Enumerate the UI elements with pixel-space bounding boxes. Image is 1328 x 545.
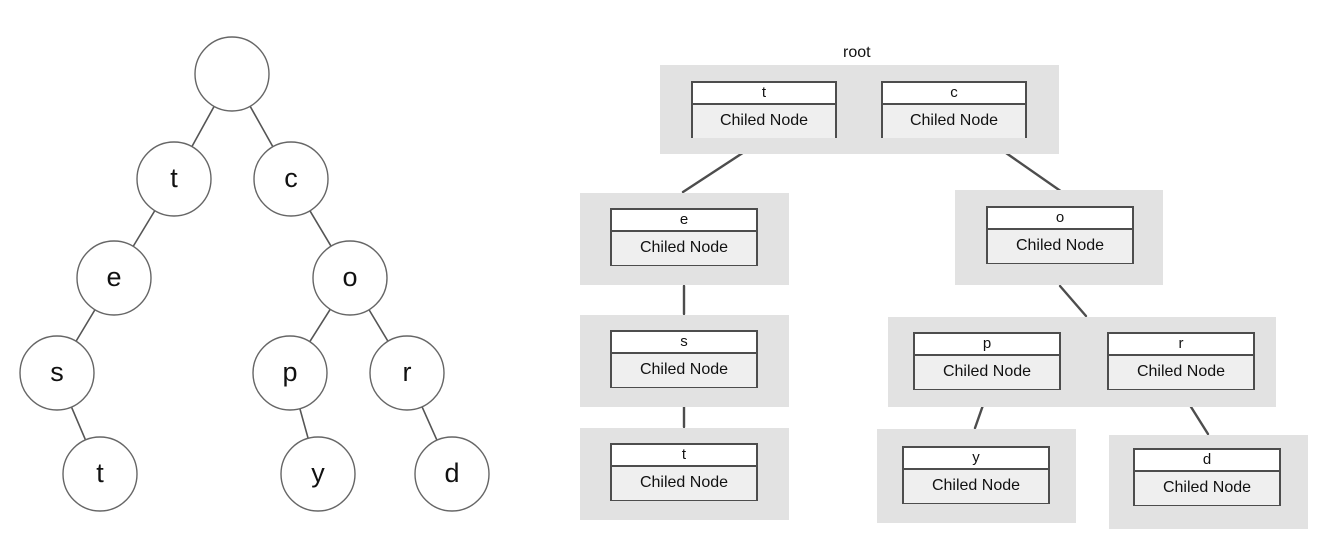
tree-node-y[interactable]: y <box>280 436 356 512</box>
card-letter-label: y <box>904 448 1048 470</box>
card-child-node-label: Chiled Node <box>612 354 756 387</box>
card-letter-label: e <box>612 210 756 232</box>
tree-node-circle <box>76 240 152 316</box>
tree-node-circle <box>280 436 356 512</box>
card-letter-label: d <box>1135 450 1279 472</box>
card-child-node-label: Chiled Node <box>883 105 1025 138</box>
tree-edge <box>132 210 156 247</box>
tree-node-circle <box>19 335 95 411</box>
tree-node-label: y <box>311 458 325 488</box>
card-child-node-label: Chiled Node <box>612 232 756 265</box>
tree-node-e[interactable]: e <box>76 240 152 316</box>
card-letter-label: p <box>915 334 1059 356</box>
card-child-node-label: Chiled Node <box>612 467 756 500</box>
card-letter-label: o <box>988 208 1132 230</box>
tree-node-circle <box>194 36 270 112</box>
tree-node-label: r <box>403 357 412 387</box>
tree-node-circle <box>136 141 212 217</box>
tree-edge <box>191 106 215 147</box>
tree-node-label: t <box>170 163 178 193</box>
tree-edge <box>249 105 274 148</box>
tree-node-label: p <box>282 357 297 387</box>
card-child-node-label: Chiled Node <box>1109 356 1253 389</box>
tree-node-circle <box>253 141 329 217</box>
tree-edge-group <box>70 105 438 441</box>
tree-node-r[interactable]: r <box>369 335 445 411</box>
tree-node-circle <box>62 436 138 512</box>
card-letter-label: c <box>883 83 1025 105</box>
tree-node-label: o <box>342 262 357 292</box>
tree-node-t1[interactable]: t <box>136 141 212 217</box>
tree-node-label: d <box>444 458 459 488</box>
tree-node-circle <box>312 240 388 316</box>
tree-node-circle <box>414 436 490 512</box>
card-child-node-label: Chiled Node <box>988 230 1132 263</box>
tree-node-p[interactable]: p <box>252 335 328 411</box>
tree-node-d[interactable]: d <box>414 436 490 512</box>
tree-node-circle <box>369 335 445 411</box>
tree-edge <box>299 408 309 439</box>
tree-node-o[interactable]: o <box>312 240 388 316</box>
root-label: root <box>843 44 871 61</box>
tree-node-label: s <box>50 357 64 387</box>
tree-node-c[interactable]: c <box>253 141 329 217</box>
tree-node-s[interactable]: s <box>19 335 95 411</box>
card-letter-label: t <box>612 445 756 467</box>
tree-node-t2[interactable]: t <box>62 436 138 512</box>
tree-edge <box>75 309 96 342</box>
card-child-node-label: Chiled Node <box>693 105 835 138</box>
tree-node-circle <box>252 335 328 411</box>
tree-edge <box>70 406 87 441</box>
tree-edge <box>309 210 332 247</box>
card-letter-label: t <box>693 83 835 105</box>
tree-node-group: t c e o s p r t y d <box>19 36 490 512</box>
tree-node-root[interactable] <box>194 36 270 112</box>
tree-edge <box>309 308 331 343</box>
tree-node-label: e <box>106 262 121 292</box>
tree-node-label: c <box>284 163 298 193</box>
tree-edge <box>368 309 389 342</box>
box-connector <box>1058 284 1088 318</box>
card-child-node-label: Chiled Node <box>915 356 1059 389</box>
tree-edge <box>421 406 438 441</box>
card-child-node-label: Chiled Node <box>904 470 1048 503</box>
card-letter-label: s <box>612 332 756 354</box>
tree-node-label: t <box>96 458 104 488</box>
card-letter-label: r <box>1109 334 1253 356</box>
card-child-node-label: Chiled Node <box>1135 472 1279 505</box>
